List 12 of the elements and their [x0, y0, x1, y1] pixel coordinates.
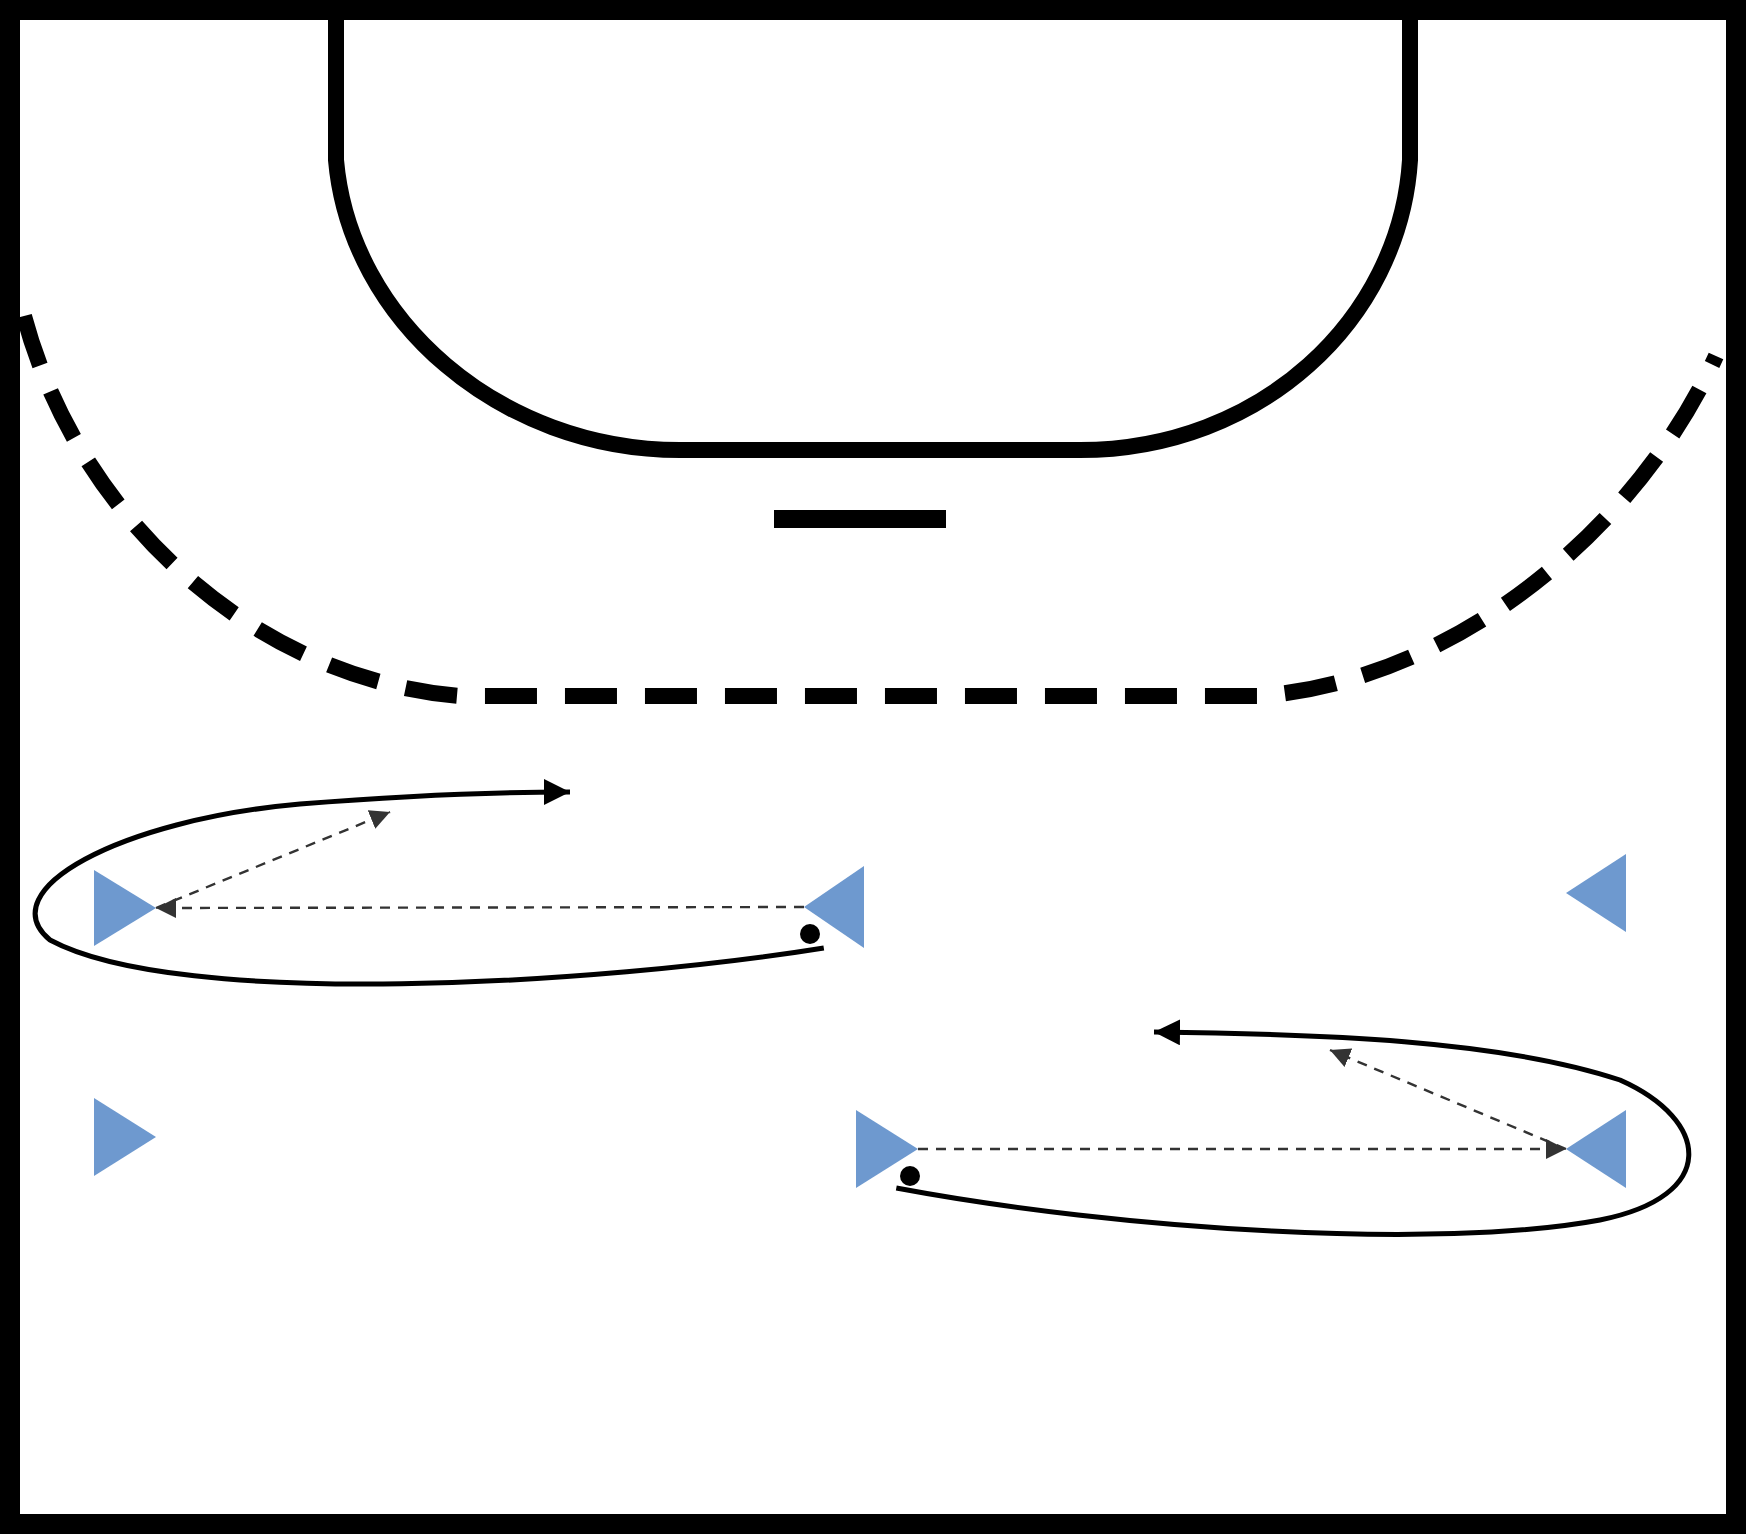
player-marker — [856, 1110, 918, 1188]
run-arrow — [895, 1019, 1691, 1237]
player-marker — [94, 1098, 156, 1176]
run-arrow — [33, 779, 825, 987]
player-marker — [1566, 854, 1626, 932]
player-marker — [804, 866, 864, 948]
pass-arrow — [155, 810, 391, 910]
pass-arrow — [918, 1139, 1566, 1159]
pass-arrow — [156, 897, 804, 918]
pass-arrow — [1329, 1048, 1567, 1151]
player-marker — [1566, 1110, 1626, 1188]
player-marker — [94, 870, 156, 946]
